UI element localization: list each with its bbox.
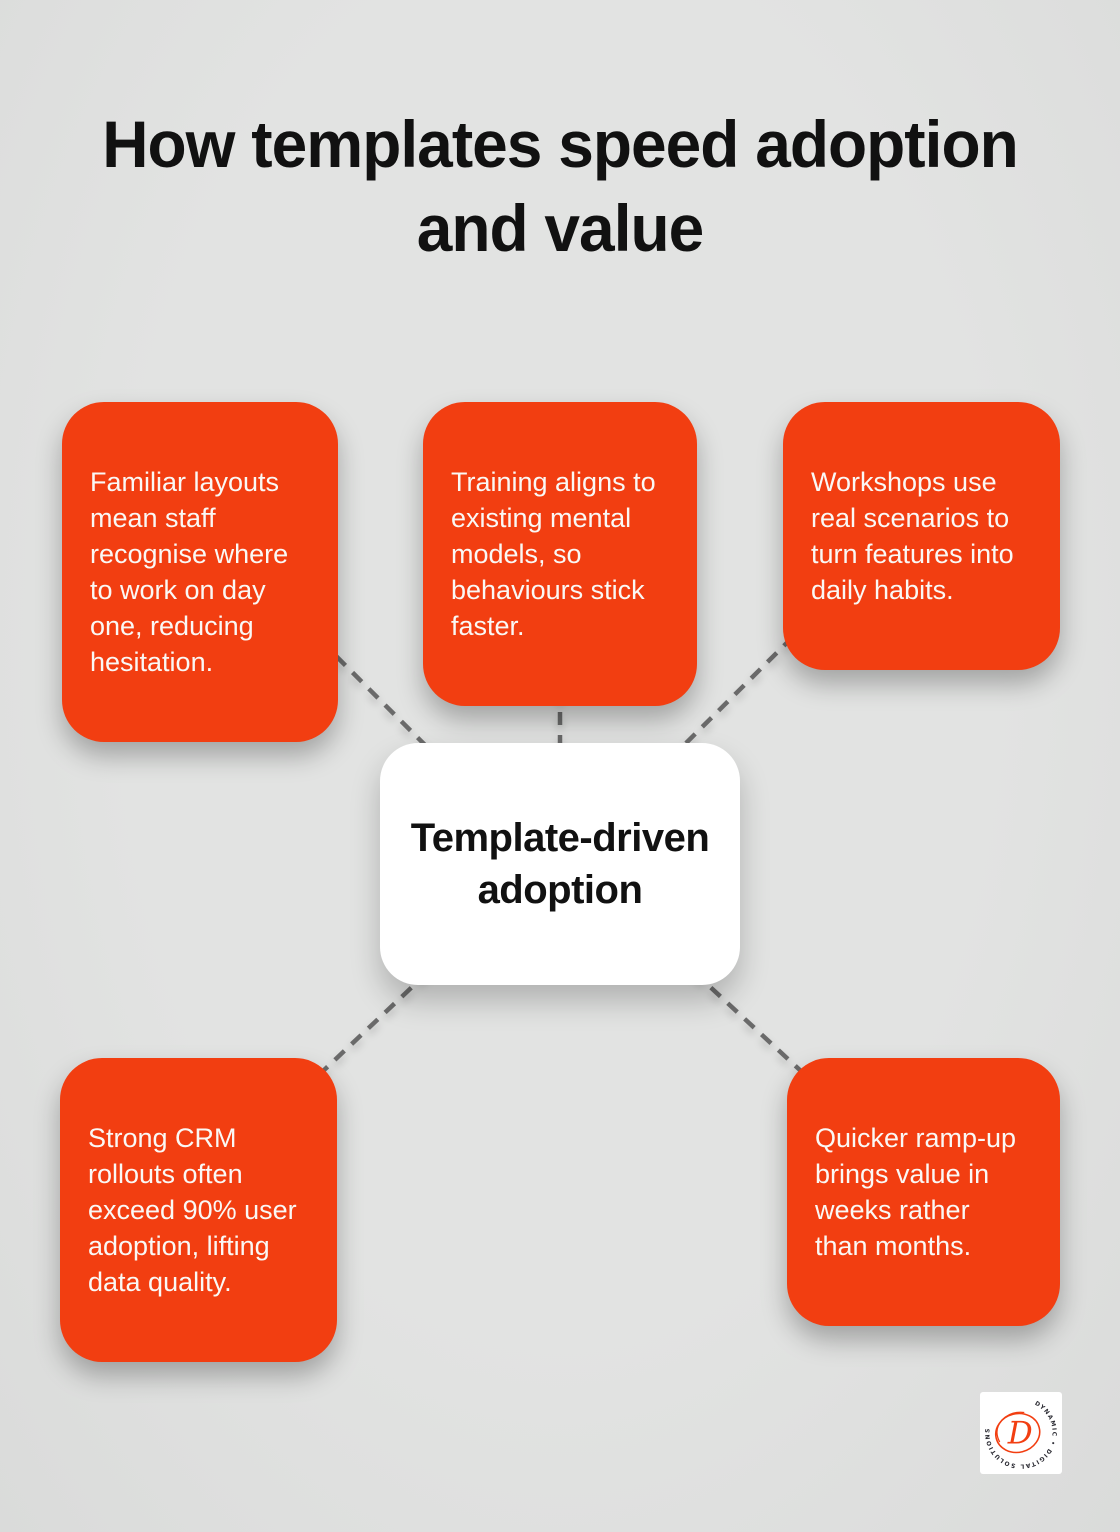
benefit-text: Quicker ramp-up brings value in weeks ra… xyxy=(815,1123,1017,1261)
benefit-box-crm-adoption: Strong CRM rollouts often exceed 90% use… xyxy=(60,1058,337,1362)
benefit-box-workshops: Workshops use real scenarios to turn fea… xyxy=(783,402,1060,670)
central-topic-node: Template-driven adoption xyxy=(380,743,740,985)
benefit-text: Training aligns to existing mental model… xyxy=(451,467,656,641)
benefit-box-ramp-up: Quicker ramp-up brings value in weeks ra… xyxy=(787,1058,1060,1326)
benefit-text: Strong CRM rollouts often exceed 90% use… xyxy=(88,1123,297,1297)
benefit-box-training: Training aligns to existing mental model… xyxy=(423,402,697,706)
benefit-box-familiar-layouts: Familiar layouts mean staff recognise wh… xyxy=(62,402,338,742)
connector-crm-adoption xyxy=(320,970,430,1074)
central-topic-label: Template-driven adoption xyxy=(410,816,710,912)
brand-logo-icon: D DYNAMIC • DIGITAL SOLUTIONS xyxy=(985,1401,1055,1469)
connector-ramp-up xyxy=(692,970,804,1074)
benefit-text: Workshops use real scenarios to turn fea… xyxy=(811,467,1014,605)
brand-logo: D DYNAMIC • DIGITAL SOLUTIONS xyxy=(980,1392,1062,1474)
connector-workshops xyxy=(670,586,844,759)
page-title: How templates speed adoption and value xyxy=(102,107,1018,265)
benefit-text: Familiar layouts mean staff recognise wh… xyxy=(90,467,289,677)
logo-swirl-icon xyxy=(994,1411,1041,1454)
logo-monogram: D xyxy=(1007,1416,1033,1452)
connector-familiar-layouts xyxy=(318,638,439,759)
